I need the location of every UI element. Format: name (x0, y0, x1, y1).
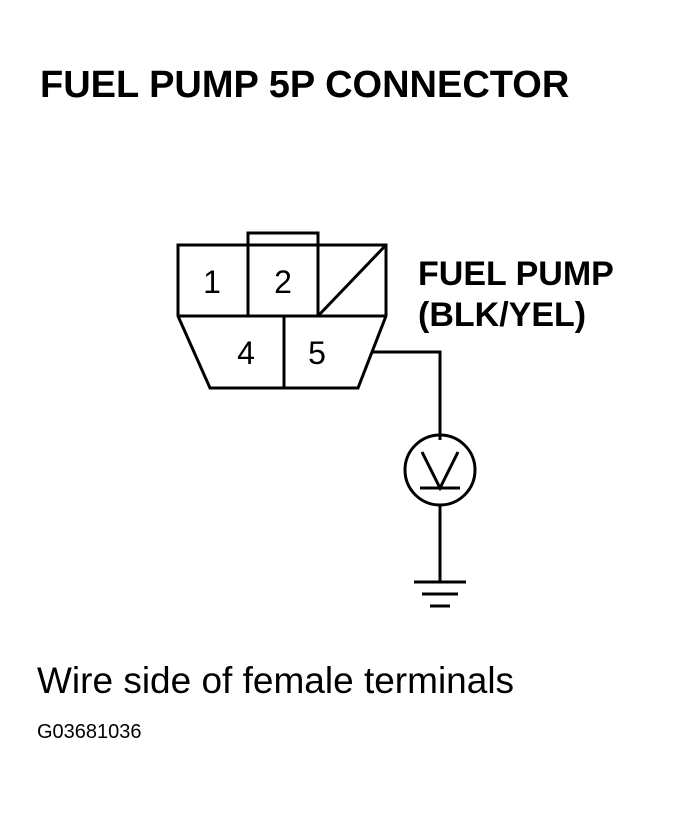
probe-wire (372, 350, 442, 440)
voltmeter-icon (403, 433, 477, 507)
empty-cavity-slash (316, 243, 388, 318)
diagram-title: FUEL PUMP 5P CONNECTOR (40, 64, 570, 106)
voltmeter-v-symbol (420, 451, 460, 492)
pin-label-2: 2 (274, 264, 292, 300)
pin-label-5: 5 (308, 335, 326, 371)
connector-lock-tab (246, 231, 320, 245)
diagram-caption: Wire side of female terminals (37, 660, 515, 701)
callout-fuel-pump: FUEL PUMP (418, 255, 614, 293)
pin-label-1: 1 (203, 264, 221, 300)
ground-icon (414, 580, 466, 608)
callout-wire-color: (BLK/YEL) (418, 296, 586, 334)
figure-id: G03681036 (37, 721, 142, 743)
pin-label-4: 4 (237, 335, 255, 371)
